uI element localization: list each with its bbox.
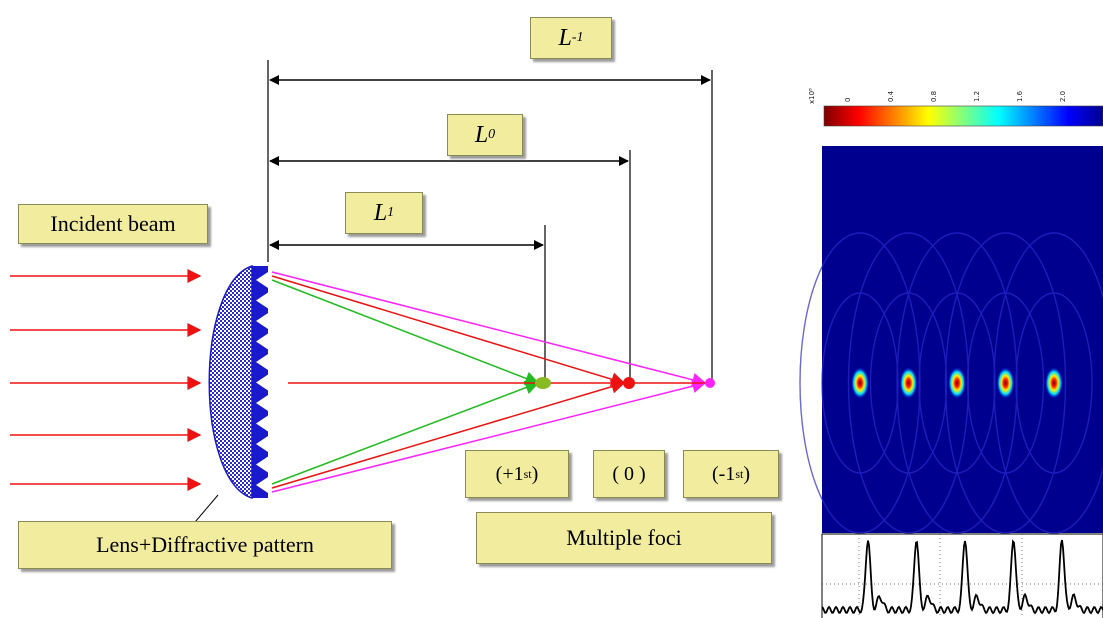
diffraction-ring (799, 232, 921, 534)
colorbar-tick-label: 0.4 (887, 90, 895, 102)
focal-spot (1045, 367, 1063, 399)
focus-minus1 (705, 378, 715, 388)
multiple-foci-text: Multiple foci (566, 525, 682, 550)
diffraction-ring (993, 232, 1103, 534)
order-minus1-main: (-1 (711, 462, 736, 485)
label-l1-sub: 1 (387, 205, 395, 220)
diffractive-tooth (256, 374, 268, 391)
diffractive-teeth (256, 272, 268, 493)
diffractive-tooth (256, 415, 268, 432)
label-l1-base: L (373, 199, 388, 226)
order-plus1-close: ) (531, 462, 539, 485)
label-l-minus1: L-1 (530, 17, 612, 59)
profile-grid (822, 534, 1103, 618)
colorbar: x10⁸ 0 0.4 0.8 1.2 1.6 2.0 (808, 88, 1103, 127)
diffraction-rings (799, 232, 1103, 534)
order-zero-main: ( 0 ) (612, 462, 646, 485)
multiple-foci-label: Multiple foci (476, 512, 772, 564)
order-minus1-close: ) (743, 462, 750, 485)
diffraction-ring (1015, 292, 1093, 474)
focus-plus1 (535, 377, 551, 389)
colorbar-tick-label: 1.2 (973, 91, 981, 102)
diffractive-tooth (256, 456, 268, 473)
colorbar-tick-label: 1.6 (1016, 90, 1024, 102)
focus-zero (623, 377, 635, 389)
focal-spot (899, 367, 918, 399)
converging-rays (271, 271, 712, 493)
colorbar-tick-label: 0.8 (930, 91, 938, 102)
colorbar-gradient (823, 105, 1103, 127)
ray-magenta-bottom (271, 379, 707, 493)
label-l-minus1-sub: -1 (571, 30, 584, 45)
diffractive-tooth (256, 313, 268, 329)
focal-spots (851, 367, 1063, 399)
colorbar-ticks: 0 0.4 0.8 1.2 1.6 2.0 (844, 90, 1067, 102)
focal-spot (851, 367, 869, 399)
focal-spot (948, 367, 966, 399)
order-plus1-main: (+1 (495, 462, 524, 485)
intensity-profile (821, 533, 1103, 618)
lens-label: Lens+Diffractive pattern (18, 521, 392, 569)
intensity-field (799, 146, 1103, 534)
ray-green-bottom (271, 380, 540, 485)
ray-red-bottom (271, 379, 626, 489)
ray-magenta-top (271, 271, 707, 387)
order-minus1-sup: st (735, 466, 744, 481)
lens-label-text: Lens+Diffractive pattern (96, 532, 314, 557)
colorbar-exponent: x10⁸ (808, 88, 816, 104)
incident-rays (10, 269, 202, 491)
label-l0-sub: 0 (488, 127, 496, 142)
focal-spot (996, 367, 1015, 399)
diffractive-tooth (256, 272, 268, 288)
diffractive-tooth (256, 292, 268, 309)
diffraction-ring (847, 232, 970, 534)
colorbar-tick-label: 0 (844, 98, 852, 102)
lens-body (208, 264, 253, 500)
lens (208, 264, 268, 500)
colorbar-tick-label: 2.0 (1059, 91, 1067, 102)
ray-green-top (271, 279, 540, 385)
field-background (822, 146, 1103, 533)
diffractive-tooth (256, 436, 268, 452)
diffractive-tooth (256, 395, 268, 411)
ray-red-top (271, 275, 626, 387)
profile-curve (821, 539, 1103, 615)
label-l-minus1-base: L (558, 24, 572, 51)
order-label-zero: ( 0 ) (593, 450, 665, 498)
incident-beam-text: Incident beam (50, 211, 176, 236)
label-l0-base: L (474, 121, 489, 148)
incident-beam-label: Incident beam (18, 204, 208, 244)
order-plus1-sup: st (523, 466, 532, 481)
diffraction-ring (944, 232, 1067, 534)
diffraction-ring (896, 232, 1018, 534)
diffractive-tooth (256, 333, 268, 350)
diffractive-tooth (256, 477, 268, 493)
diffractive-tooth (256, 354, 268, 370)
